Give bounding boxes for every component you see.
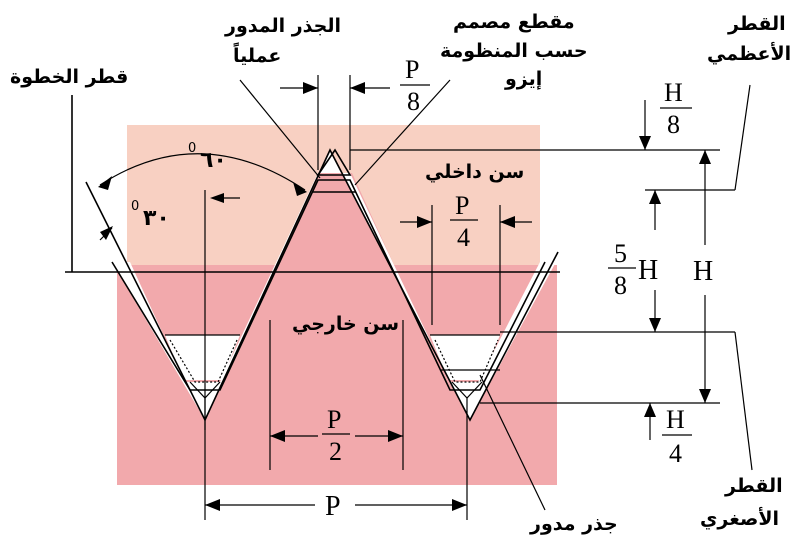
- internal-profile-line: [85, 148, 559, 422]
- p2-denominator: 2: [329, 437, 342, 466]
- crest-flat: [316, 148, 352, 176]
- p2-arrow-left-head: [270, 430, 285, 442]
- p4-arrow-left-head: [417, 216, 432, 228]
- angle-30-label: ٣٠: [143, 206, 170, 231]
- h4-arrow-head: [644, 403, 656, 417]
- h58-numerator: 5: [614, 239, 627, 268]
- h-arrow-head-top: [699, 150, 711, 164]
- leader-iso-profile: [354, 79, 451, 186]
- internal-thread-label: سن داخلي: [425, 161, 524, 183]
- p8-arrow-left-head: [303, 82, 318, 94]
- pitch-label: P: [325, 491, 341, 522]
- angle-60-arrow-right: [293, 182, 307, 196]
- angle-60-degree: 0: [188, 141, 196, 156]
- h8-numerator: H: [664, 78, 683, 107]
- p8-arrow-right-head: [350, 82, 365, 94]
- leader-actual-root: [239, 79, 321, 179]
- angle-30-degree: 0: [131, 199, 139, 214]
- p2-arrow-right-head: [388, 430, 403, 442]
- p4-numerator: P: [455, 191, 469, 220]
- angle-60-arrow-left: [98, 176, 112, 190]
- p8-denominator: 8: [407, 87, 420, 116]
- h4-denominator: 4: [669, 439, 682, 468]
- p2-numerator: P: [327, 405, 341, 434]
- major-diameter-label: القطر: [727, 13, 786, 35]
- p4-denominator: 4: [457, 223, 470, 252]
- actual-root-label-2: عملياً: [233, 42, 281, 67]
- angle-30-arrow-head: [210, 193, 224, 203]
- p-arrow-left-head: [205, 499, 220, 511]
- angle-60-label: ٦٠: [200, 148, 227, 173]
- iso-profile-label-2: حسب المنظومة: [440, 40, 588, 62]
- rounded-root-label: جذر مدور: [529, 513, 618, 535]
- minor-diameter-label: القطر: [724, 475, 783, 497]
- h58-denominator: 8: [614, 271, 627, 300]
- root-clearance-left: [165, 335, 240, 380]
- iso-profile-label-3: إيزو: [504, 68, 542, 90]
- major-diameter-label-2: الأعظمي: [707, 42, 791, 65]
- pitch-diameter-label: قطر الخطوة: [10, 66, 128, 88]
- iso-profile-label: مقطع مصمم: [453, 11, 575, 33]
- leader-rounded-root: [479, 374, 546, 511]
- h-arrow-head-bottom: [699, 389, 711, 403]
- h8-denominator: 8: [667, 110, 680, 139]
- leader-minor-diameter: [734, 331, 753, 471]
- h8-arrow-head2: [649, 190, 661, 204]
- actual-root-label: الجذر المدور: [224, 15, 341, 37]
- p4-arrow-right-head: [500, 216, 515, 228]
- h4-numerator: H: [666, 405, 685, 434]
- external-thread-label: سن خارجي: [292, 313, 399, 335]
- minor-diameter-label-2: الأصغري: [700, 507, 779, 531]
- h58-arrow-head: [649, 318, 661, 332]
- h8-arrow-head: [639, 136, 651, 150]
- root-clearance-right: [430, 335, 500, 380]
- leader-major-diameter: [734, 84, 751, 191]
- height-label: H: [693, 256, 713, 287]
- root-left-dotted: [169, 339, 238, 383]
- p8-numerator: P: [405, 55, 419, 84]
- h58-unit: H: [638, 255, 658, 286]
- p-arrow-right-head: [452, 499, 467, 511]
- angle-30-arrow: [100, 226, 113, 240]
- angle-60-arc: [99, 153, 306, 191]
